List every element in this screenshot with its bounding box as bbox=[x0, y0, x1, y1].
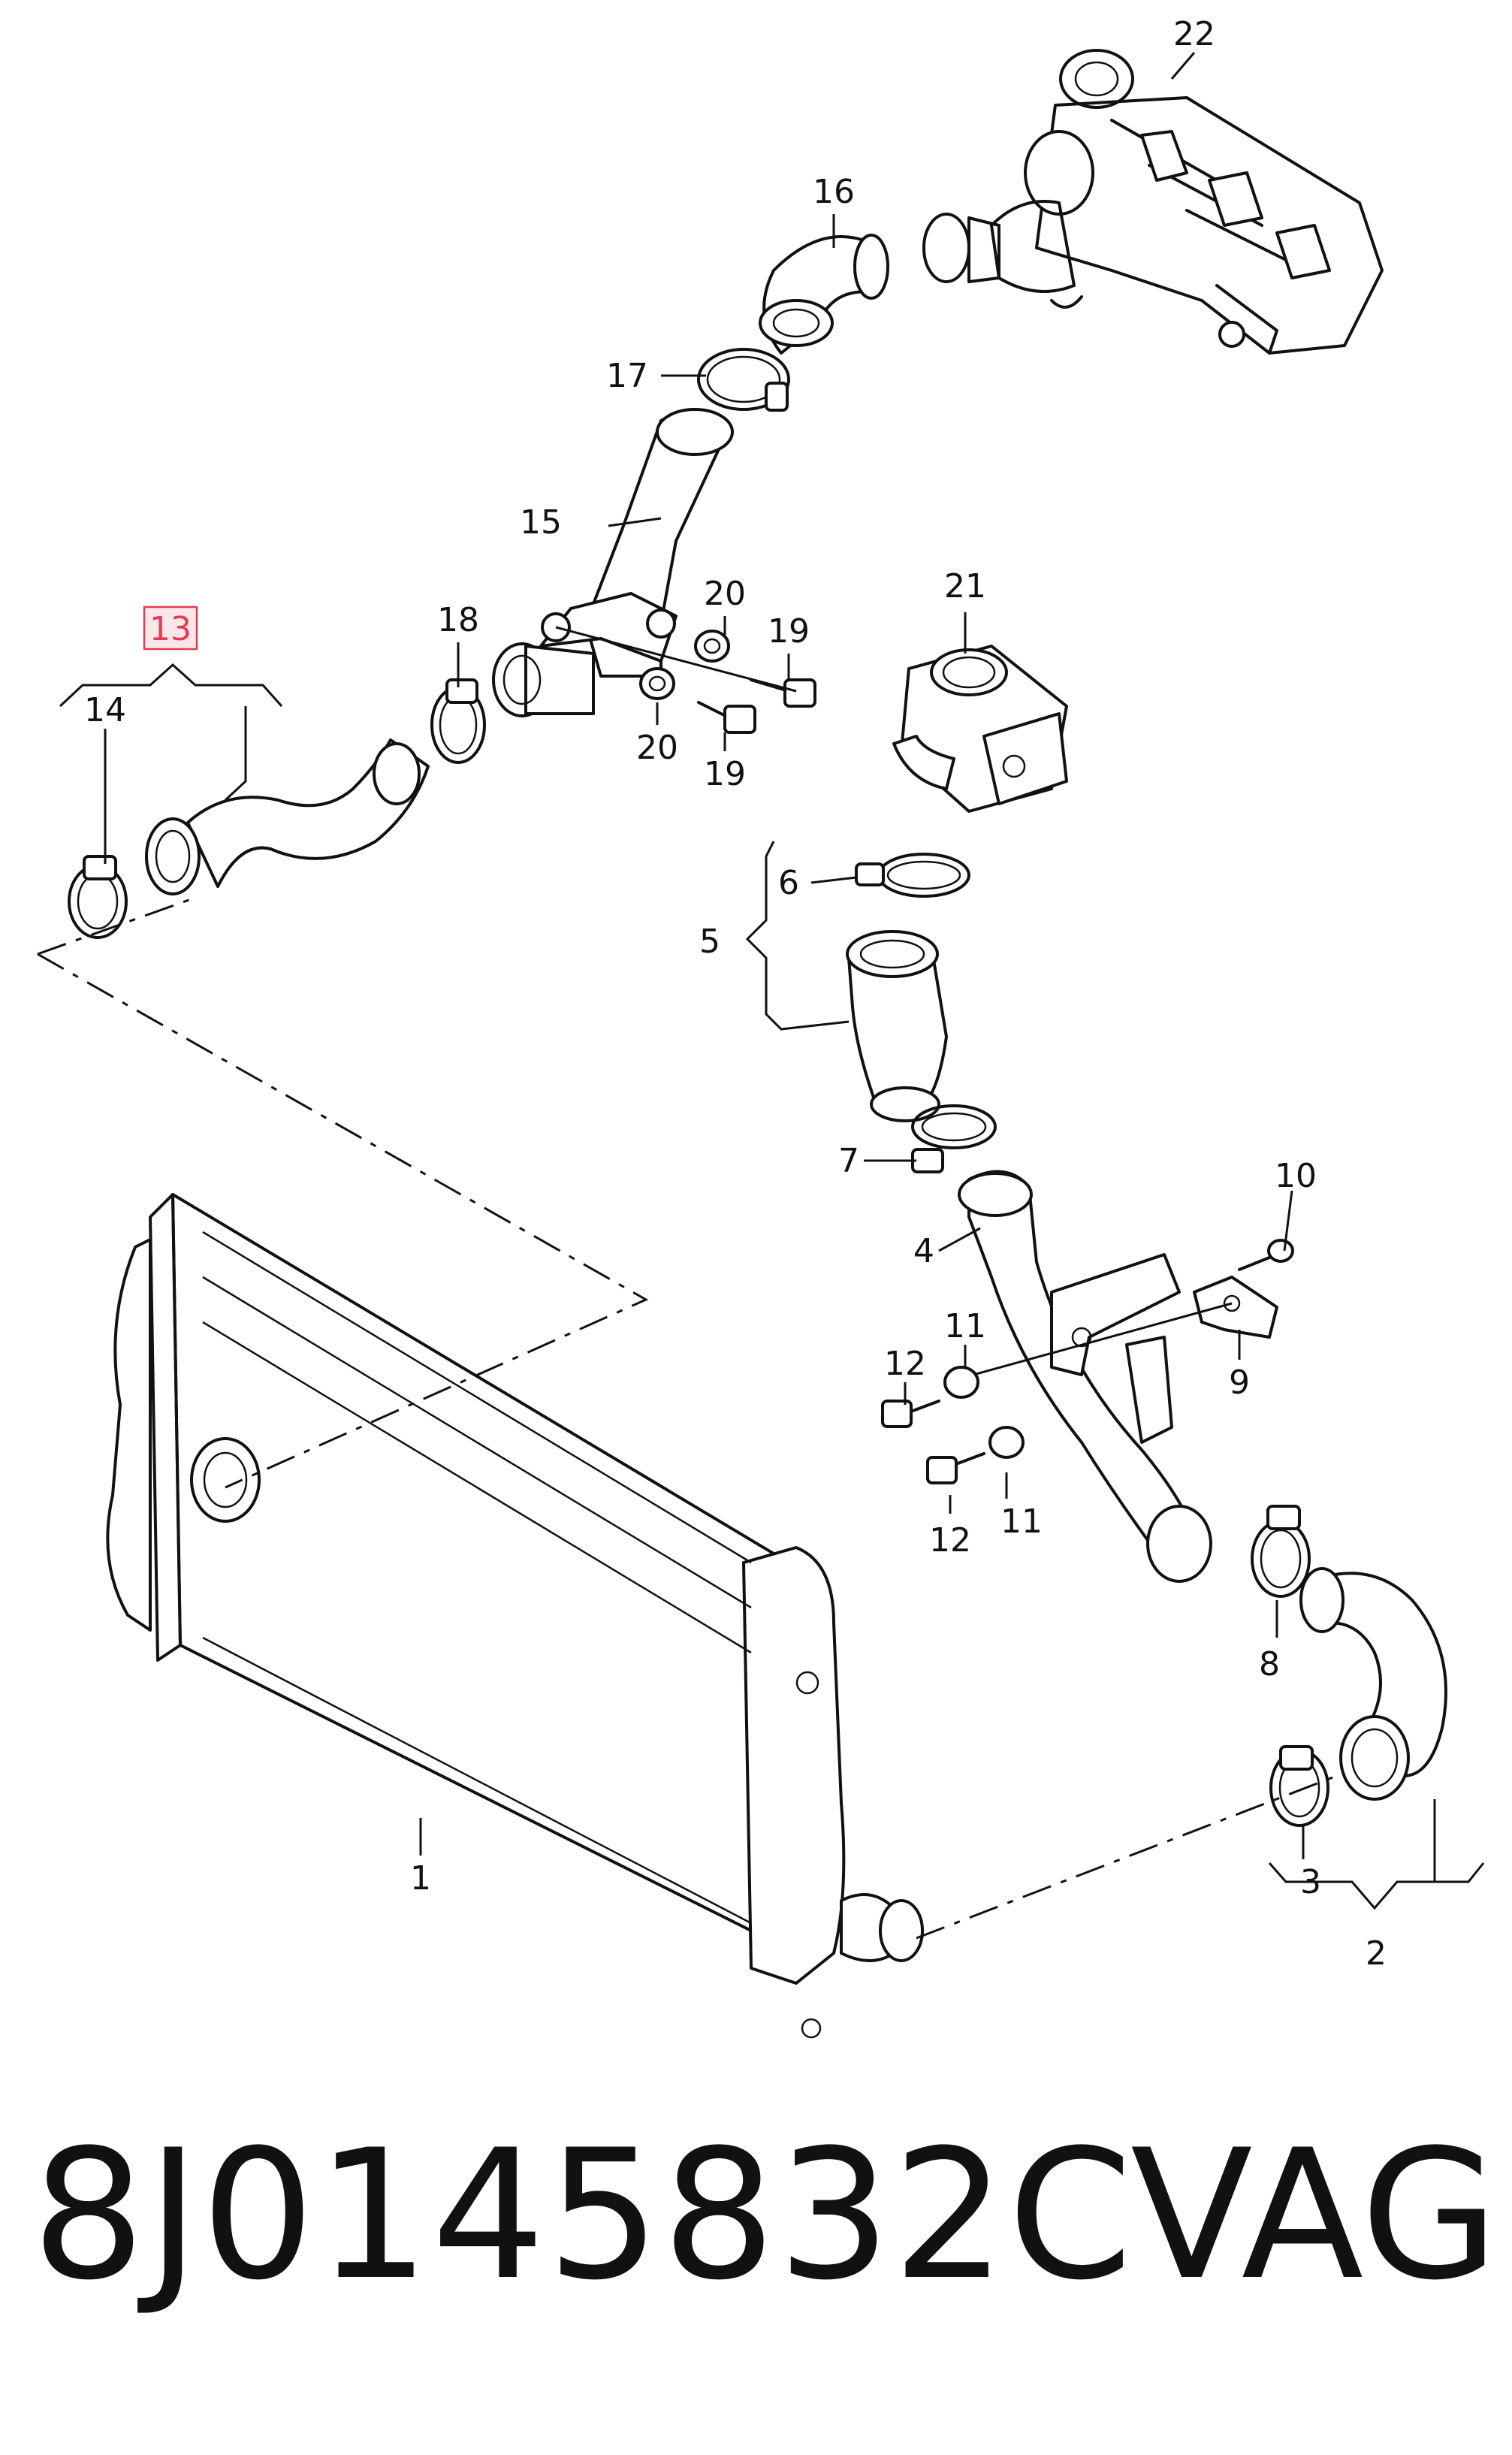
hose-clamp-14 bbox=[68, 855, 128, 939]
callout-9: 9 bbox=[1229, 1363, 1250, 1402]
hose-clamp-18 bbox=[430, 678, 486, 764]
hose-clamp-3 bbox=[1269, 1745, 1329, 1827]
bolt-12-upper bbox=[881, 1400, 940, 1428]
callout-12-lower: 12 bbox=[929, 1521, 971, 1560]
callout-11-upper: 11 bbox=[944, 1307, 986, 1345]
callout-10: 10 bbox=[1275, 1157, 1317, 1195]
hose-clamp-6 bbox=[855, 853, 970, 898]
hose-5 bbox=[846, 930, 948, 1122]
charge-air-pipe-15 bbox=[492, 408, 734, 717]
upper-hose-16 bbox=[759, 234, 889, 355]
callouts: 1 2 3 4 5 6 7 8 9 10 11 11 12 12 13 14 1… bbox=[84, 15, 1387, 1973]
nut-11-lower bbox=[988, 1426, 1025, 1459]
callout-2: 2 bbox=[1366, 1934, 1387, 1973]
brand-name: VAG bbox=[1130, 2112, 1499, 2320]
callout-20-upper: 20 bbox=[704, 575, 746, 613]
throttle-body-21 bbox=[892, 645, 1068, 813]
footer: 8J0145832C VAG bbox=[0, 2103, 1512, 2329]
callout-8: 8 bbox=[1259, 1645, 1280, 1683]
hose-13 bbox=[145, 738, 430, 895]
callout-1: 1 bbox=[410, 1859, 431, 1898]
callout-18: 18 bbox=[437, 601, 479, 639]
bolt-19-upper bbox=[750, 678, 816, 708]
callout-11-lower: 11 bbox=[1000, 1502, 1043, 1541]
nut-20-upper bbox=[694, 630, 730, 663]
bolt-19-lower bbox=[697, 701, 756, 734]
part-number: 8J0145832C bbox=[32, 2112, 1134, 2320]
callout-14: 14 bbox=[84, 691, 126, 729]
nut-20-lower bbox=[639, 667, 675, 700]
nut-11-upper bbox=[943, 1366, 979, 1399]
hose-clamp-7 bbox=[911, 1104, 997, 1173]
callout-13-highlight bbox=[143, 605, 198, 651]
callout-19-lower: 19 bbox=[704, 755, 746, 793]
bolt-10 bbox=[1238, 1239, 1294, 1271]
bracket-9 bbox=[1193, 1276, 1278, 1339]
hose-clamp-8 bbox=[1251, 1505, 1311, 1598]
callout-17: 17 bbox=[606, 357, 648, 395]
callout-12-upper: 12 bbox=[884, 1345, 926, 1383]
callout-13: 13 bbox=[149, 610, 192, 648]
callout-21: 21 bbox=[944, 567, 986, 605]
hose-clamp-17 bbox=[697, 348, 790, 412]
callout-4: 4 bbox=[913, 1232, 934, 1270]
bolt-12-lower bbox=[926, 1452, 985, 1484]
hose-2 bbox=[1299, 1567, 1447, 1801]
callout-7: 7 bbox=[838, 1142, 859, 1180]
callout-22: 22 bbox=[1173, 15, 1215, 53]
callout-19-upper: 19 bbox=[768, 612, 810, 651]
intercooler-1 bbox=[106, 1193, 924, 2039]
callout-5: 5 bbox=[699, 923, 720, 961]
callout-15: 15 bbox=[520, 503, 562, 542]
turbocharger bbox=[922, 49, 1384, 355]
callout-3: 3 bbox=[1300, 1863, 1321, 1901]
callout-6: 6 bbox=[778, 864, 799, 902]
charge-air-pipe-4 bbox=[958, 1170, 1212, 1583]
callout-16: 16 bbox=[813, 173, 855, 211]
callout-20-lower: 20 bbox=[636, 729, 678, 767]
